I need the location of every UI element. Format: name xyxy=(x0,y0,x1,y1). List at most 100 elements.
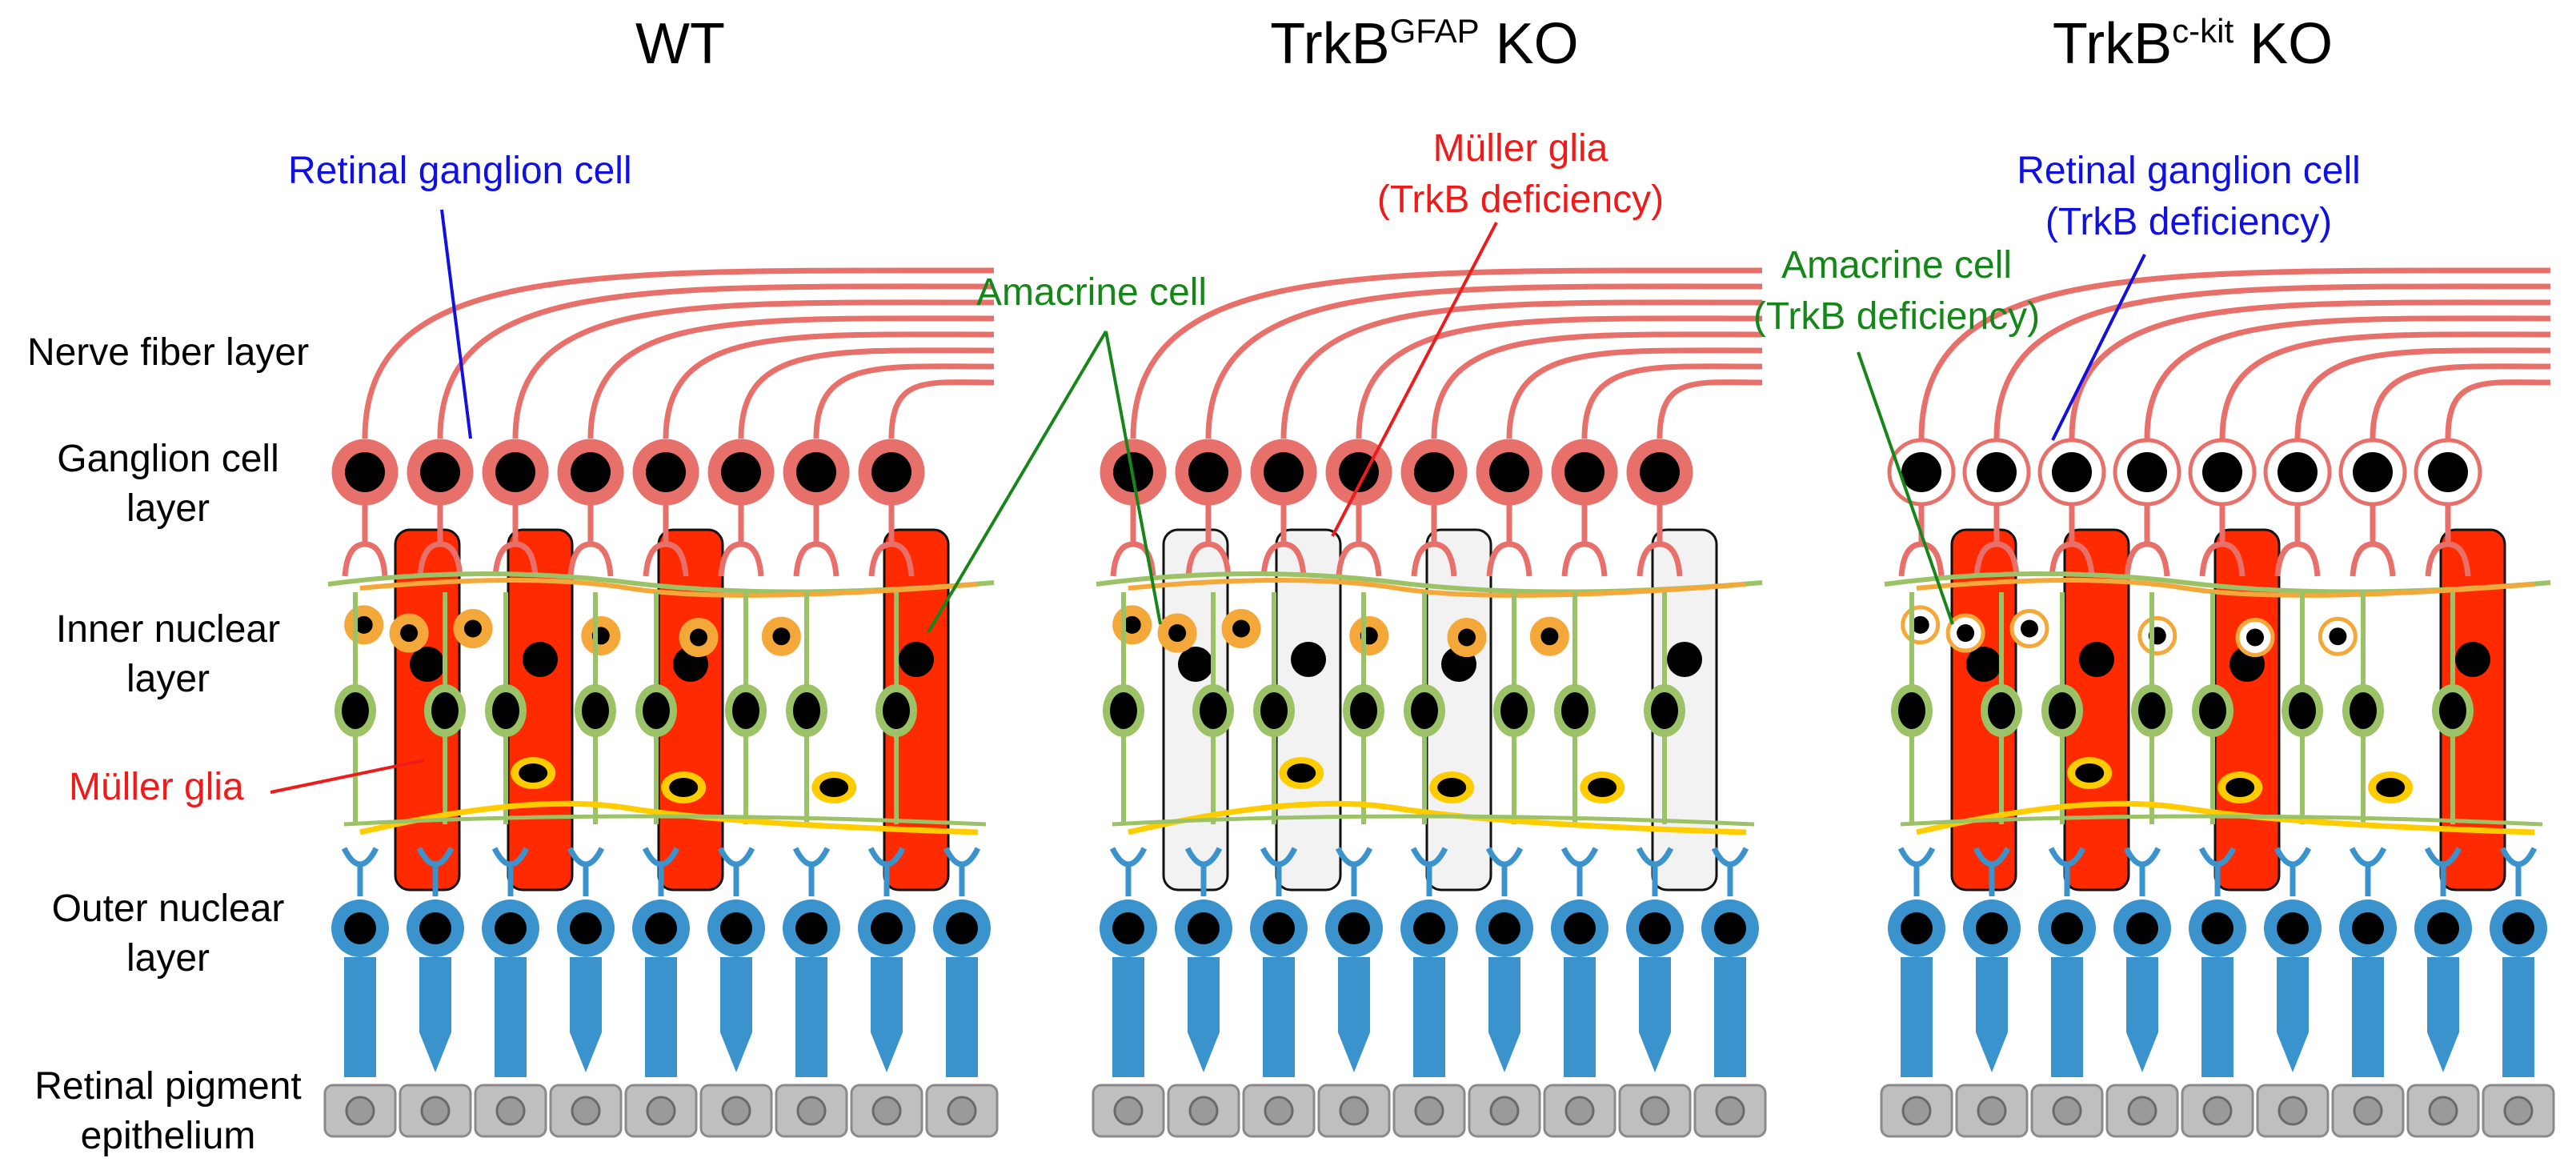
amacrine-nucleus xyxy=(690,628,707,647)
photoreceptor-nucleus xyxy=(720,912,752,944)
photoreceptor-nucleus xyxy=(2277,912,2309,944)
photoreceptor-terminal xyxy=(792,847,831,896)
ganglion-nucleus xyxy=(1901,452,1941,492)
rpe-nucleus xyxy=(2202,1096,2233,1126)
horizontal-nucleus xyxy=(519,763,548,783)
axon xyxy=(512,299,995,439)
amacrine-nucleus xyxy=(1232,619,1250,638)
rpe-nucleus xyxy=(1977,1096,2007,1126)
photoreceptor-terminal xyxy=(2048,847,2086,896)
ganglion-dendrite xyxy=(793,504,839,577)
photoreceptor-nucleus xyxy=(1263,912,1295,944)
pointer-lines xyxy=(270,209,2146,794)
photoreceptor-nucleus xyxy=(1639,912,1671,944)
bipolar-nucleus xyxy=(2049,692,2076,729)
rpe-nucleus xyxy=(1339,1096,1369,1126)
ganglion-nucleus xyxy=(2052,452,2092,492)
nerve-fiber-axons xyxy=(1130,267,1763,439)
rpe-nucleus xyxy=(1264,1096,1294,1126)
photoreceptor-nucleus xyxy=(1112,912,1144,944)
amacrine-nucleus xyxy=(400,624,419,643)
muller-nucleus xyxy=(410,647,445,682)
rpe-nucleus xyxy=(2503,1096,2534,1126)
axon xyxy=(1431,331,1763,439)
rpe-nucleus xyxy=(2278,1096,2308,1126)
photoreceptor-terminal xyxy=(1636,847,1674,896)
amacrine-nucleus xyxy=(2246,628,2264,647)
axon xyxy=(888,379,995,439)
pointer-ckit-rgc xyxy=(2051,254,2146,441)
axon xyxy=(587,315,995,439)
cone-outer-segment xyxy=(419,957,451,1072)
horizontal-nucleus xyxy=(1588,778,1617,797)
pointer-wt-muller xyxy=(270,759,425,794)
rpe-nucleus xyxy=(947,1096,977,1126)
amacrine-nucleus xyxy=(464,619,482,638)
ganglion-dendrite xyxy=(1561,504,1608,577)
photoreceptor-nucleus xyxy=(570,912,602,944)
photoreceptor-nucleus xyxy=(344,912,376,944)
axon xyxy=(2219,331,2551,439)
rpe-nucleus xyxy=(1564,1096,1595,1126)
ganglion-nucleus xyxy=(345,452,385,492)
cone-outer-segment xyxy=(720,957,752,1072)
bipolar-nucleus xyxy=(431,692,459,729)
amacrine-nucleus xyxy=(2021,619,2038,638)
photoreceptor-nucleus xyxy=(1413,912,1445,944)
photoreceptor-nucleus xyxy=(495,912,527,944)
ganglion-dendrite xyxy=(1973,504,2020,577)
horizontal-nucleus xyxy=(1287,763,1316,783)
horizontal-nucleus xyxy=(1437,778,1467,797)
rpe-nucleus xyxy=(871,1096,902,1126)
photoreceptor-terminal xyxy=(1109,847,1148,896)
cone-outer-segment xyxy=(1639,957,1671,1072)
pointer-wt-rgc xyxy=(440,209,472,439)
rpe-nucleus xyxy=(2127,1096,2157,1126)
rod-outer-segment xyxy=(1901,957,1933,1077)
amacrine-nucleus xyxy=(1911,615,1929,634)
label-nerve-fiber-layer: Nerve fiber layer xyxy=(26,331,310,374)
muller-nucleus xyxy=(2079,642,2114,677)
bipolar-nucleus xyxy=(2199,692,2226,729)
cone-outer-segment xyxy=(2427,957,2459,1072)
ganglion-dendrite xyxy=(567,504,614,577)
photoreceptor-terminal xyxy=(1560,847,1599,896)
outer-plexiform-processes xyxy=(1900,814,2543,827)
rpe-nucleus xyxy=(796,1096,827,1126)
cone-outer-segment xyxy=(2277,957,2309,1072)
bipolar-nucleus xyxy=(492,692,519,729)
rpe-nucleus xyxy=(1414,1096,1444,1126)
ganglion-dendrite xyxy=(417,504,463,577)
annotation-ckit-rgc-deficiency: Retinal ganglion cell(TrkB deficiency) xyxy=(2017,150,2361,243)
panel-0 xyxy=(323,267,999,1138)
ganglion-nucleus xyxy=(796,452,836,492)
ganglion-nucleus xyxy=(1264,452,1304,492)
rpe-nucleus xyxy=(2428,1096,2458,1126)
rod-outer-segment xyxy=(946,957,978,1077)
panel-title-wt: WT xyxy=(635,12,725,76)
pointer-gfap-muller xyxy=(1331,222,1498,537)
ganglion-nucleus xyxy=(2278,452,2318,492)
rpe-nucleus xyxy=(1188,1096,1219,1126)
annotation-wt-muller-glia: Müller glia xyxy=(69,766,244,808)
muller-nucleus xyxy=(1667,642,1702,677)
ganglion-dendrite xyxy=(868,504,915,577)
axon xyxy=(663,331,995,439)
horizontal-nucleus xyxy=(2376,778,2406,797)
amacrine-processes xyxy=(359,578,979,598)
axon xyxy=(2144,315,2551,439)
axon xyxy=(1130,267,1763,439)
bipolar-nucleus xyxy=(2289,692,2316,729)
muller-nucleus xyxy=(899,642,934,677)
amacrine-nucleus xyxy=(1957,624,1975,643)
axon xyxy=(2294,347,2551,439)
ganglion-nucleus xyxy=(646,452,686,492)
outer-plexiform-processes xyxy=(343,814,987,827)
horizontal-processes xyxy=(1128,800,1747,835)
rpe-nucleus xyxy=(420,1096,451,1126)
photoreceptor-terminal xyxy=(1973,847,2011,896)
amacrine-nucleus xyxy=(1540,627,1559,646)
axon xyxy=(1993,283,2551,439)
